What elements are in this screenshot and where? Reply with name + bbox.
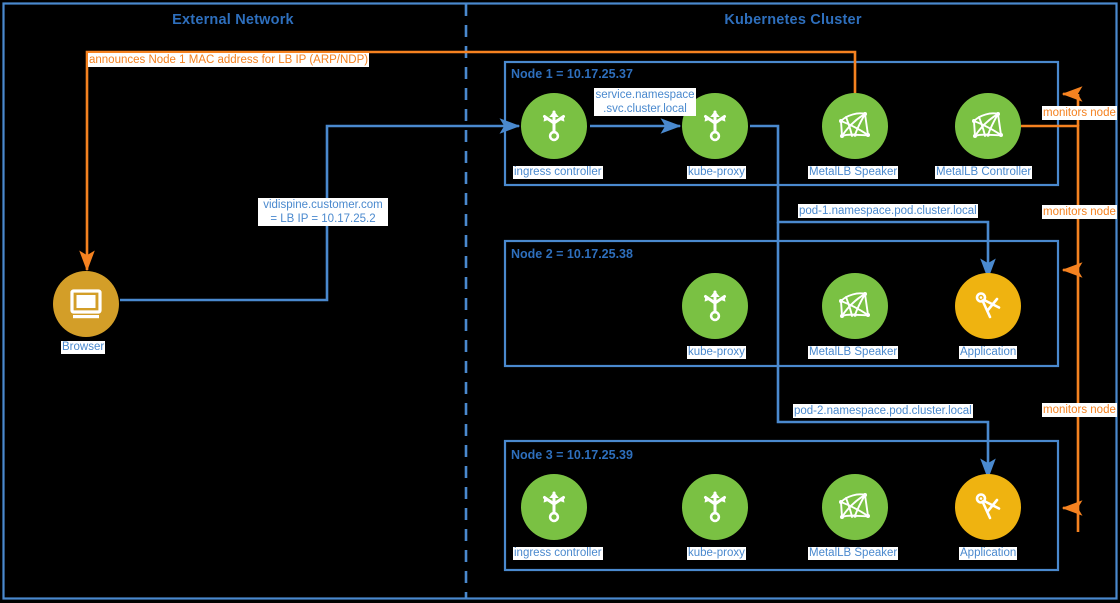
pod-2-dns-label: pod-2.namespace.pod.cluster.local [793,404,973,418]
compass-app-icon [975,493,1001,520]
node-2-pod-metallb-speaker-label: MetalLB Speaker [808,346,899,359]
kubernetes-helm-icon [704,110,726,142]
kubernetes-helm-icon [704,290,726,322]
compass-app-icon [975,292,1001,319]
node-3-pod-ingress-controller-label: ingress controller [513,547,603,560]
node-1-title: Node 1 = 10.17.25.37 [511,67,633,81]
zone-title-kubernetes-cluster: Kubernetes Cluster [724,12,862,28]
arp-announce-label: announces Node 1 MAC address for LB IP (… [88,53,370,67]
node-1-pod-metallb-speaker-label: MetalLB Speaker [808,166,899,179]
node-3-pod-kube-proxy-label: kube-proxy [687,547,746,560]
node-1-pod-metallb-controller[interactable] [955,93,1021,159]
browser-monitor-icon [70,289,102,319]
node-1-pod-ingress-controller[interactable] [521,93,587,159]
pod-1-dns-label: pod-1.namespace.pod.cluster.local [798,204,978,218]
lb-ip-label: vidispine.customer.com = LB IP = 10.17.2… [258,198,388,226]
kubernetes-helm-icon [543,491,565,523]
controller-monitor-trunk [1021,124,1080,532]
node-2-pod-application[interactable] [955,273,1021,339]
kubeproxy-to-pod2-line [776,222,996,480]
node-1-pod-kube-proxy-label: kube-proxy [687,166,746,179]
lb-ip-label-line1: vidispine.customer.com [263,199,383,211]
node-3-pod-application[interactable] [955,474,1021,540]
arp-announce-line [79,50,857,272]
node-2-pod-metallb-speaker[interactable] [822,273,888,339]
zone-title-external-network: External Network [172,12,294,28]
node-3-pod-ingress-controller[interactable] [521,474,587,540]
browser-node-label: Browser [61,341,106,354]
node-3-pod-metallb-speaker-label: MetalLB Speaker [808,547,899,560]
monitors-node-label-2: monitors node [1042,205,1117,219]
metallb-mesh-icon [839,112,870,138]
node-1-pod-metallb-controller-label: MetalLB Controller [935,166,1033,179]
metallb-mesh-icon [972,112,1003,138]
kubernetes-helm-icon [543,110,565,142]
node-3-pod-metallb-speaker[interactable] [822,474,888,540]
browser-node[interactable] [53,271,119,337]
node-box-2 [503,239,1060,368]
node-2-pod-application-label: Application [959,346,1018,359]
kubernetes-helm-icon [704,491,726,523]
node-2-pod-kube-proxy[interactable] [682,273,748,339]
node-3-pod-application-label: Application [959,547,1018,560]
service-dns-label-line1: service.namespace [595,89,695,101]
node-1-pod-metallb-speaker[interactable] [822,93,888,159]
monitors-node-label-1: monitors node [1042,106,1117,120]
node-2-title: Node 2 = 10.17.25.38 [511,247,633,261]
node-1-pod-ingress-controller-label: ingress controller [513,166,603,179]
node-box-3 [503,439,1060,572]
metallb-mesh-icon [839,292,870,318]
node-2-pod-kube-proxy-label: kube-proxy [687,346,746,359]
node-3-pod-kube-proxy[interactable] [682,474,748,540]
service-dns-label: service.namespace .svc.cluster.local [594,88,696,116]
service-dns-label-line2: .svc.cluster.local [603,103,687,115]
lb-ip-label-line2: = LB IP = 10.17.25.2 [270,213,376,225]
monitors-node-label-3: monitors node [1042,403,1117,417]
node-3-title: Node 3 = 10.17.25.39 [511,448,633,462]
metallb-mesh-icon [839,493,870,519]
